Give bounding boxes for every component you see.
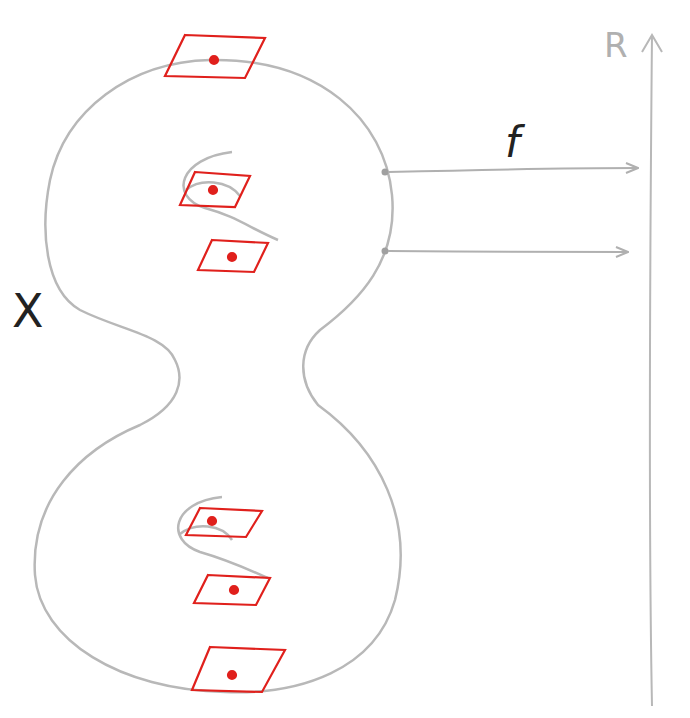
map-arrow bbox=[388, 251, 628, 252]
genus-hole bbox=[186, 182, 240, 196]
axis-label: R bbox=[604, 28, 628, 62]
genus-hole bbox=[178, 497, 268, 578]
tangent-planes bbox=[165, 35, 285, 692]
map-label: f bbox=[505, 122, 520, 164]
point bbox=[382, 169, 389, 176]
space-label: X bbox=[12, 288, 44, 334]
axis-arrowhead bbox=[642, 35, 662, 52]
surface-outline bbox=[35, 60, 401, 692]
point bbox=[382, 248, 389, 255]
real-axis bbox=[650, 35, 652, 706]
map-arrow bbox=[388, 168, 638, 172]
genus-hole bbox=[184, 152, 278, 240]
